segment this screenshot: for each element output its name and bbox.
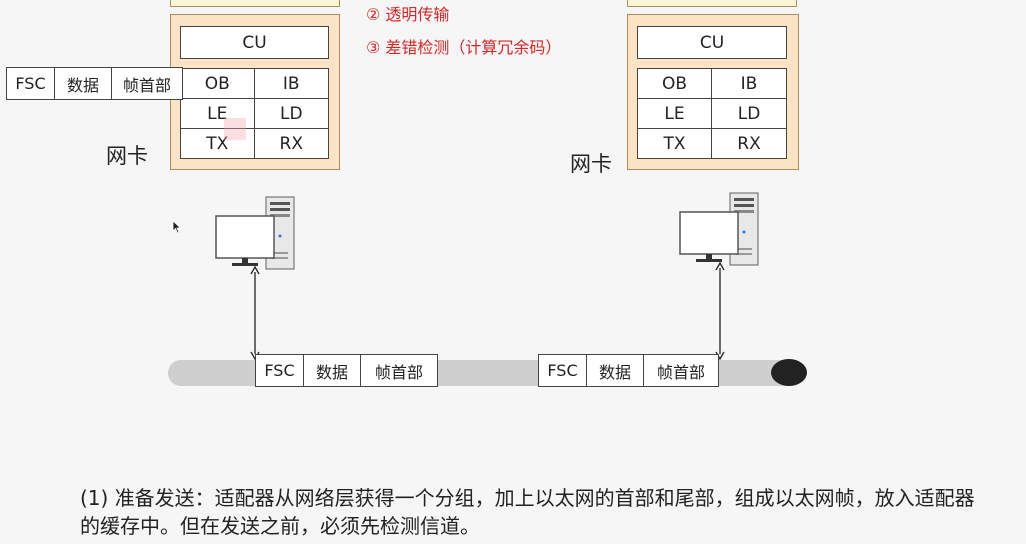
left-nic-tx: TX	[181, 129, 255, 158]
right-nic-tx: TX	[638, 129, 712, 158]
left-nic-le: LE	[181, 99, 255, 129]
left-nic-ld: LD	[254, 99, 328, 129]
frame-header: 帧首部	[656, 362, 705, 382]
frame-data: 数据	[587, 355, 644, 386]
left-connection-arrow	[250, 266, 260, 360]
right-connection-arrow	[715, 262, 725, 360]
left-nic-cu: CU	[180, 26, 329, 59]
right-nic-ld: LD	[712, 99, 786, 129]
frame-data: 数据	[304, 355, 361, 386]
left-upper-box	[170, 0, 340, 7]
right-upper-box	[627, 0, 797, 7]
left-nic-grid: OB IB LE LD TX RX	[180, 68, 329, 159]
right-nic-grid: OB IB LE LD TX RX	[637, 68, 787, 159]
step-error-detection: ③ 差错检测（计算冗余码）	[366, 38, 562, 57]
left-computer-icon	[215, 196, 295, 270]
highlight-marker	[224, 118, 246, 140]
step-transparent-transmission: ② 透明传输	[366, 5, 450, 24]
right-computer-icon	[679, 192, 759, 266]
left-nic-ob: OB	[181, 69, 255, 99]
right-nic-cu: CU	[637, 26, 787, 59]
description-caption: (1) 准备发送：适配器从网络层获得一个分组，加上以太网的首部和尾部，组成以太网…	[80, 486, 975, 538]
mouse-cursor-icon	[172, 220, 182, 234]
frame-data: 数据	[55, 68, 112, 99]
right-nic-label: 网卡	[570, 152, 612, 176]
left-nic-label: 网卡	[106, 144, 148, 168]
bus-terminator	[771, 359, 807, 386]
right-nic-ib: IB	[712, 69, 786, 99]
frame-on-bus-right: FSC 数据 帧首部	[538, 354, 719, 387]
right-nic-rx: RX	[737, 133, 761, 154]
left-nic-rx: RX	[279, 133, 303, 154]
left-nic-ib: IB	[254, 69, 328, 99]
frame-header: 帧首部	[122, 75, 171, 95]
right-nic-le: LE	[638, 99, 712, 129]
right-nic-ob: OB	[638, 69, 712, 99]
frame-fsc: FSC	[539, 355, 587, 386]
frame-fsc: FSC	[256, 355, 304, 386]
frame-fsc: FSC	[7, 68, 55, 99]
frame-on-bus-left: FSC 数据 帧首部	[255, 354, 438, 387]
frame-header: 帧首部	[374, 362, 423, 382]
frame-in-buffer: FSC 数据 帧首部	[6, 67, 183, 100]
